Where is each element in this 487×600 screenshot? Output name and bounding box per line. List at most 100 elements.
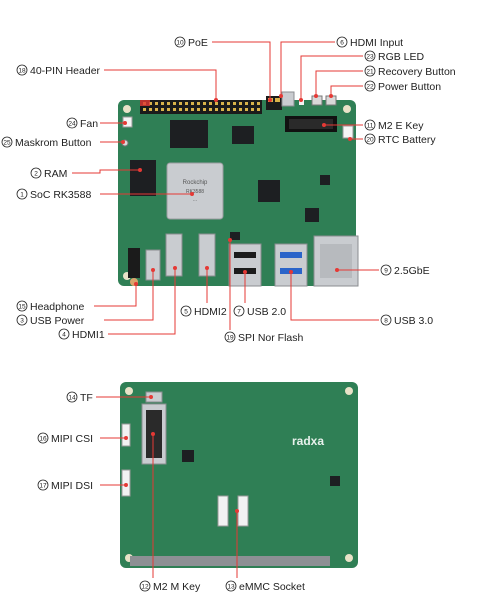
label-poe: 10 PoE: [174, 36, 272, 102]
label-text: SoC RK3588: [30, 189, 91, 201]
label-text: MIPI DSI: [51, 480, 93, 492]
emmc-socket: [217, 495, 229, 527]
label-number: 2: [34, 171, 38, 178]
label-2-5gbe: 9 2.5GbE: [335, 264, 430, 277]
label-text: USB 3.0: [394, 315, 433, 327]
emmc-socket: [237, 495, 249, 527]
label-number: 15: [18, 304, 26, 311]
label-text: RTC Battery: [378, 134, 436, 146]
label-text: TF: [80, 392, 93, 404]
board-top-view: Rockchip RK3588 ...: [118, 91, 359, 287]
label-text: HDMI Input: [350, 37, 403, 49]
label-text: 2.5GbE: [394, 265, 430, 277]
label-power-button: 22 Power Button: [329, 80, 441, 98]
label-hdmi-input: 6 HDMI Input: [279, 36, 403, 98]
small-chip: [305, 208, 319, 222]
label-hdmi2: 5 HDMI2: [180, 266, 227, 318]
small-chip: [320, 175, 330, 185]
label-number: 23: [366, 54, 374, 61]
mounting-hole: [125, 387, 133, 395]
chip-marking: RK3588: [186, 189, 204, 195]
label-number: 21: [366, 69, 374, 76]
label-number: 14: [68, 395, 76, 402]
soc-chip: [166, 162, 224, 220]
label-emmc-socket: 13 eMMC Socket: [225, 509, 305, 593]
label-number: 25: [3, 140, 11, 147]
spi-flash-chip: [230, 232, 240, 240]
label-fan: 24 Fan: [66, 117, 127, 130]
label-text: MIPI CSI: [51, 433, 93, 445]
label-text: USB 2.0: [247, 306, 286, 318]
label-number: 10: [176, 40, 184, 47]
ram-chip: [232, 126, 254, 144]
label-m2-m-key: 12 M2 M Key: [139, 432, 201, 593]
brand-logo: radxa: [292, 434, 324, 448]
label-text: Headphone: [30, 301, 84, 313]
label-mipi-dsi: 17 MIPI DSI: [37, 479, 128, 492]
label-text: RAM: [44, 168, 67, 180]
ram-chip: [170, 120, 208, 148]
label-text: Fan: [80, 118, 98, 130]
label-text: 40-PIN Header: [30, 65, 101, 77]
gpio-header: [140, 100, 262, 114]
label-text: M2 M Key: [153, 581, 201, 593]
bottom-edge-connectors: [130, 556, 330, 566]
label-m2-e-key: 11 M2 E Key: [322, 119, 424, 132]
label-hdmi1: 4 HDMI1: [58, 266, 177, 341]
mipi-csi-connector: [121, 423, 131, 447]
label-number: 6: [340, 40, 344, 47]
label-number: 24: [68, 121, 76, 128]
board-bottom-view: radxa: [120, 382, 358, 568]
label-headphone: 15 Headphone: [16, 282, 138, 313]
small-chip: [330, 476, 340, 486]
label-text: Recovery Button: [378, 66, 456, 78]
label-text: HDMI2: [194, 306, 227, 318]
mounting-hole: [345, 387, 353, 395]
label-mipi-csi: 16 MIPI CSI: [37, 432, 128, 445]
mounting-hole: [343, 105, 351, 113]
label-soc: 1 SoC RK3588: [16, 188, 194, 201]
bottom-pcb: [120, 382, 358, 568]
label-number: 22: [366, 84, 374, 91]
hdmi-input-port: [281, 91, 295, 107]
label-usb-2-0: 7 USB 2.0: [233, 270, 286, 318]
label-rgb-led: 23 RGB LED: [299, 50, 425, 102]
headphone-jack: [128, 248, 140, 278]
label-number: 12: [141, 584, 149, 591]
label-text: SPI Nor Flash: [238, 332, 304, 344]
label-number: 20: [366, 137, 374, 144]
label-number: 5: [184, 309, 188, 316]
mounting-hole: [345, 554, 353, 562]
label-number: 18: [18, 68, 26, 75]
label-rtc-battery: 20 RTC Battery: [348, 133, 436, 146]
label-number: 7: [237, 309, 241, 316]
label-text: Maskrom Button: [15, 137, 92, 149]
label-number: 16: [39, 436, 47, 443]
chip-marking: ...: [193, 197, 197, 203]
mounting-hole: [123, 105, 131, 113]
rtc-battery-connector: [342, 125, 354, 139]
label-40-pin-header: 18 40-PIN Header: [16, 64, 218, 102]
chip-marking: Rockchip: [183, 180, 208, 186]
label-text: M2 E Key: [378, 120, 424, 132]
label-usb-power: 3 USB Power: [16, 268, 155, 327]
label-text: eMMC Socket: [239, 581, 305, 593]
label-maskrom-button: 25 Maskrom Button: [1, 136, 125, 149]
ram-chip: [130, 160, 156, 196]
label-number: 13: [227, 584, 235, 591]
label-text: RGB LED: [378, 51, 425, 63]
hdmi1-port: [165, 233, 183, 277]
label-usb-3-0: 8 USB 3.0: [289, 270, 433, 327]
label-number: 19: [226, 335, 234, 342]
pmic-chip: [258, 180, 280, 202]
label-spi-nor-flash: 19 SPI Nor Flash: [224, 238, 304, 344]
label-number: 9: [384, 268, 388, 275]
label-tf: 14 TF: [66, 391, 153, 404]
label-number: 1: [20, 192, 24, 199]
rgb-led: [299, 100, 304, 105]
label-number: 11: [367, 123, 374, 130]
label-number: 17: [39, 483, 47, 490]
label-recovery-button: 21 Recovery Button: [314, 65, 456, 98]
fan-connector: [122, 116, 133, 128]
label-number: 3: [20, 318, 24, 325]
